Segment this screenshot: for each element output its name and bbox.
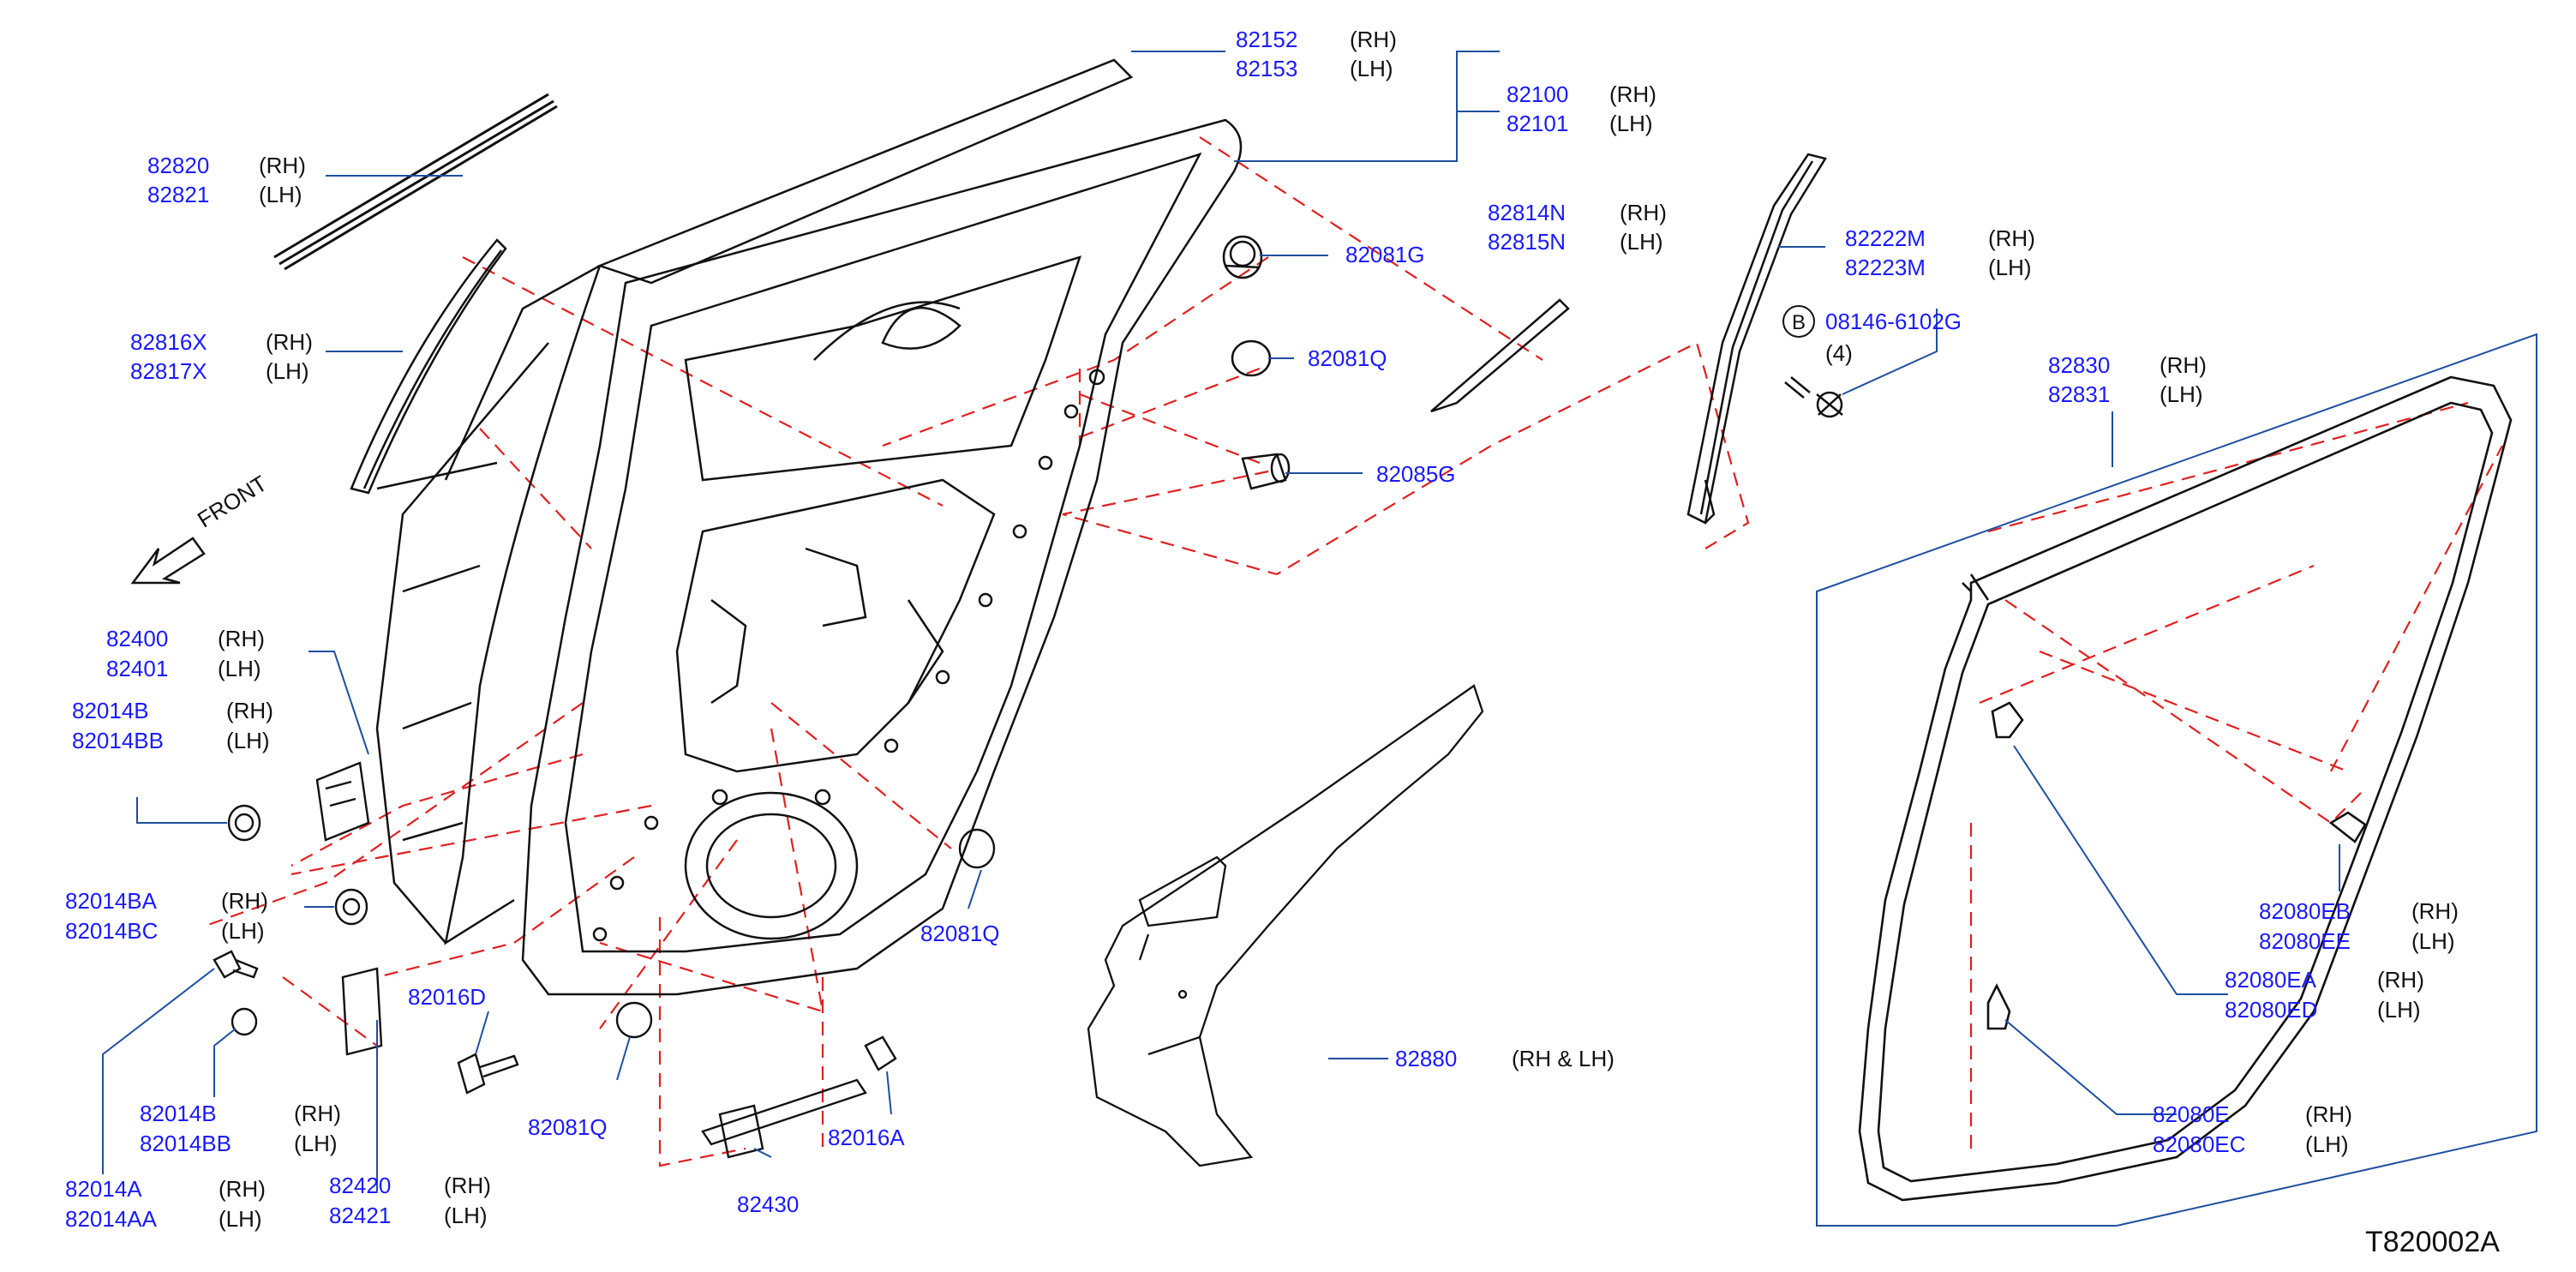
side-label: (LH) — [1988, 255, 2032, 280]
part-number[interactable]: 82817X — [130, 358, 207, 384]
side-label: (RH) — [259, 153, 306, 178]
side-label: (RH) — [221, 888, 268, 914]
part-number[interactable]: 82880 — [1395, 1046, 1458, 1071]
side-label: (RH) — [1988, 225, 2035, 251]
small-parts-drawing — [1222, 153, 1843, 525]
side-label: (RH) — [1609, 81, 1656, 107]
marker-letter: B — [1792, 311, 1806, 334]
part-number[interactable]: 82100 — [1507, 81, 1569, 107]
side-label: (LH) — [218, 656, 261, 681]
part-number[interactable]: 82014B — [140, 1101, 217, 1126]
part-number[interactable]: 82430 — [737, 1191, 800, 1217]
part-number[interactable]: 82014BA — [65, 888, 157, 914]
side-label: (LH) — [266, 358, 309, 384]
part-number[interactable]: 82080EC — [2153, 1131, 2246, 1157]
front-arrow-icon — [130, 537, 206, 585]
side-label: (RH) — [294, 1101, 341, 1126]
side-label: (LH) — [1609, 111, 1653, 136]
part-number[interactable]: 82081Q — [920, 921, 1000, 946]
part-number[interactable]: 82014A — [65, 1176, 142, 1202]
diagram-code: T820002A — [2365, 1226, 2500, 1258]
side-label: (LH) — [259, 182, 303, 207]
part-number[interactable]: 82830 — [2048, 352, 2111, 378]
side-label: (LH) — [294, 1131, 338, 1156]
part-number[interactable]: 82152 — [1236, 27, 1298, 52]
body-weatherstrip-drawing — [1858, 375, 2513, 1202]
part-number[interactable]: 82016A — [828, 1125, 905, 1150]
bolt-marker-b-icon: B — [1782, 305, 1815, 338]
part-number[interactable]: 82831 — [2048, 381, 2111, 407]
sealing-screen-drawing — [1087, 684, 1484, 1167]
side-label: (LH) — [444, 1203, 488, 1228]
outer-weatherstrip-drawing — [273, 93, 558, 271]
side-label: (LH) — [221, 918, 265, 944]
part-number[interactable]: 82014BB — [140, 1131, 231, 1156]
part-number[interactable]: 82014BC — [65, 918, 159, 944]
part-number[interactable]: 82400 — [106, 626, 169, 651]
part-number[interactable]: 08146-6102G — [1825, 309, 1962, 334]
part-number[interactable]: 82222M — [1845, 225, 1926, 251]
side-label: (LH) — [1350, 56, 1393, 81]
part-number[interactable]: 82014B — [72, 698, 149, 723]
part-number[interactable]: 82815N — [1488, 229, 1567, 255]
part-number[interactable]: 82080E — [2153, 1101, 2230, 1127]
part-number[interactable]: 82080EA — [2225, 967, 2316, 993]
side-label: (RH) — [1350, 27, 1397, 52]
side-label: (RH) — [2377, 967, 2424, 993]
part-number[interactable]: 82016D — [408, 984, 487, 1010]
side-label: (RH & LH) — [1512, 1046, 1614, 1071]
assembly-dashed-lines — [205, 136, 2503, 1167]
side-label: (LH) — [2305, 1131, 2349, 1157]
part-number[interactable]: 82814N — [1488, 200, 1567, 225]
part-number[interactable]: 82081Q — [1308, 345, 1387, 371]
side-label: (RH) — [444, 1173, 491, 1198]
side-label: (LH) — [1620, 229, 1663, 255]
part-number[interactable]: 82401 — [106, 656, 169, 681]
part-number[interactable]: 82420 — [329, 1173, 392, 1198]
part-number[interactable]: 82821 — [147, 182, 210, 207]
part-number[interactable]: 82080EE — [2259, 928, 2351, 954]
part-number[interactable]: 82153 — [1236, 56, 1298, 81]
side-label: (RH) — [1620, 200, 1667, 225]
side-label: (RH) — [226, 698, 273, 723]
part-number[interactable]: 82080ED — [2225, 997, 2318, 1023]
part-number[interactable]: 82816X — [130, 329, 207, 355]
side-label: (RH) — [2160, 352, 2207, 378]
side-label: (RH) — [219, 1176, 266, 1202]
side-label: (RH) — [218, 626, 265, 651]
part-number[interactable]: 82014AA — [65, 1206, 157, 1232]
part-number[interactable]: 82081Q — [528, 1114, 608, 1140]
side-label: (LH) — [219, 1206, 262, 1232]
side-label: (LH) — [226, 728, 270, 753]
part-number[interactable]: 82101 — [1507, 111, 1569, 136]
side-label: (RH) — [2411, 898, 2459, 924]
side-label: (LH) — [2411, 928, 2455, 954]
side-label: (LH) — [2377, 997, 2421, 1023]
part-number[interactable]: 82223M — [1845, 255, 1926, 280]
part-number[interactable]: 82014BB — [72, 728, 164, 753]
side-label: (LH) — [2160, 381, 2203, 407]
leader-lines — [102, 51, 2537, 1227]
part-number[interactable]: 82080EB — [2259, 898, 2351, 924]
side-label: (RH) — [2305, 1101, 2352, 1127]
hinge-and-bolt-drawing — [213, 761, 996, 1159]
side-label: (RH) — [266, 329, 313, 355]
sash-trim-drawing — [350, 238, 507, 495]
rear-door-panel-drawing — [375, 58, 1243, 996]
part-number[interactable]: 82081G — [1345, 242, 1425, 267]
part-number[interactable]: 82820 — [147, 153, 210, 178]
part-number[interactable]: 82085G — [1376, 461, 1456, 487]
quantity-label: (4) — [1825, 340, 1853, 366]
part-number[interactable]: 82421 — [329, 1203, 392, 1228]
